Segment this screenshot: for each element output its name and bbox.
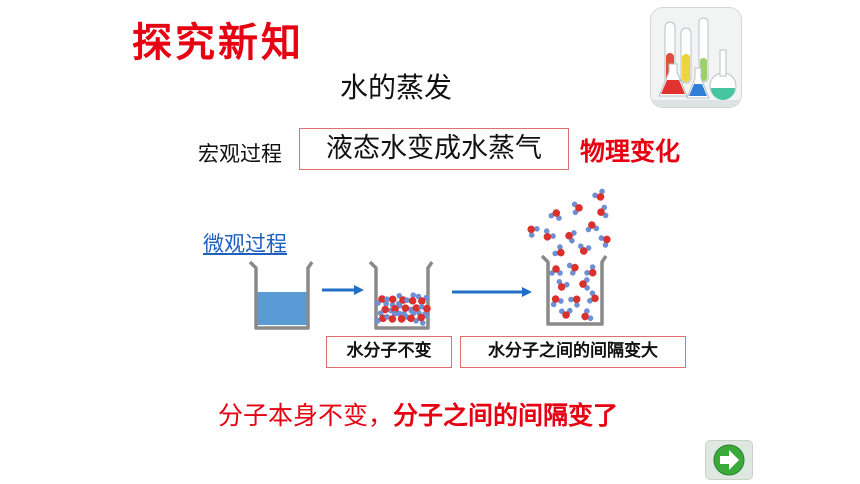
water-molecule bbox=[587, 290, 599, 304]
spacing-increased-box: 水分子之间的间隔变大 bbox=[460, 336, 686, 368]
macro-description-box: 液态水变成水蒸气 bbox=[299, 128, 569, 170]
water-molecule bbox=[415, 293, 430, 305]
water-molecule bbox=[527, 225, 540, 238]
water-molecule bbox=[597, 204, 609, 219]
beaker-liquid-water bbox=[248, 260, 314, 330]
change-type-label: 物理变化 bbox=[580, 137, 681, 166]
water-molecule bbox=[417, 313, 430, 326]
micro-process-link[interactable]: 微观过程 bbox=[203, 232, 287, 256]
molecule-unchanged-box: 水分子不变 bbox=[326, 336, 452, 368]
water-molecule bbox=[566, 262, 579, 276]
arrow-right-icon bbox=[322, 285, 364, 295]
water-molecule bbox=[565, 230, 577, 244]
lab-glassware-icon bbox=[651, 8, 741, 107]
water-molecule bbox=[552, 244, 565, 257]
water-molecule bbox=[571, 201, 583, 216]
water-molecule bbox=[548, 209, 562, 221]
water-molecule bbox=[418, 303, 431, 317]
water-molecule bbox=[584, 264, 597, 277]
beaker-vapor-molecules bbox=[527, 188, 611, 326]
water-molecule bbox=[384, 295, 397, 308]
conclusion-text: 分子本身不变，分子之间的间隔变了 bbox=[218, 396, 618, 432]
water-molecule bbox=[384, 310, 398, 323]
water-molecule bbox=[556, 278, 570, 291]
water-molecule bbox=[550, 295, 564, 308]
water-molecule bbox=[585, 221, 600, 233]
conclusion-part2: 分子之间的间隔变了 bbox=[393, 401, 619, 430]
water-molecule bbox=[549, 265, 563, 276]
water-molecule bbox=[581, 308, 594, 322]
water-molecule bbox=[577, 243, 592, 255]
water-molecule bbox=[579, 277, 590, 291]
water-molecule bbox=[568, 295, 581, 308]
subtitle: 水的蒸发 bbox=[340, 71, 453, 104]
water-molecule bbox=[543, 228, 556, 241]
water-molecule bbox=[592, 188, 605, 201]
water-molecule bbox=[407, 310, 419, 324]
water-molecule bbox=[598, 235, 611, 248]
page-title: 探究新知 bbox=[132, 19, 304, 66]
conclusion-part1: 分子本身不变， bbox=[218, 401, 394, 430]
next-arrow-icon bbox=[713, 444, 745, 476]
macro-process-label: 宏观过程 bbox=[198, 142, 282, 166]
water-molecule bbox=[559, 307, 573, 319]
next-button[interactable] bbox=[706, 441, 752, 479]
water-molecule bbox=[404, 292, 417, 305]
arrow-right-icon bbox=[452, 287, 532, 297]
beaker-packed-molecules bbox=[368, 260, 434, 330]
